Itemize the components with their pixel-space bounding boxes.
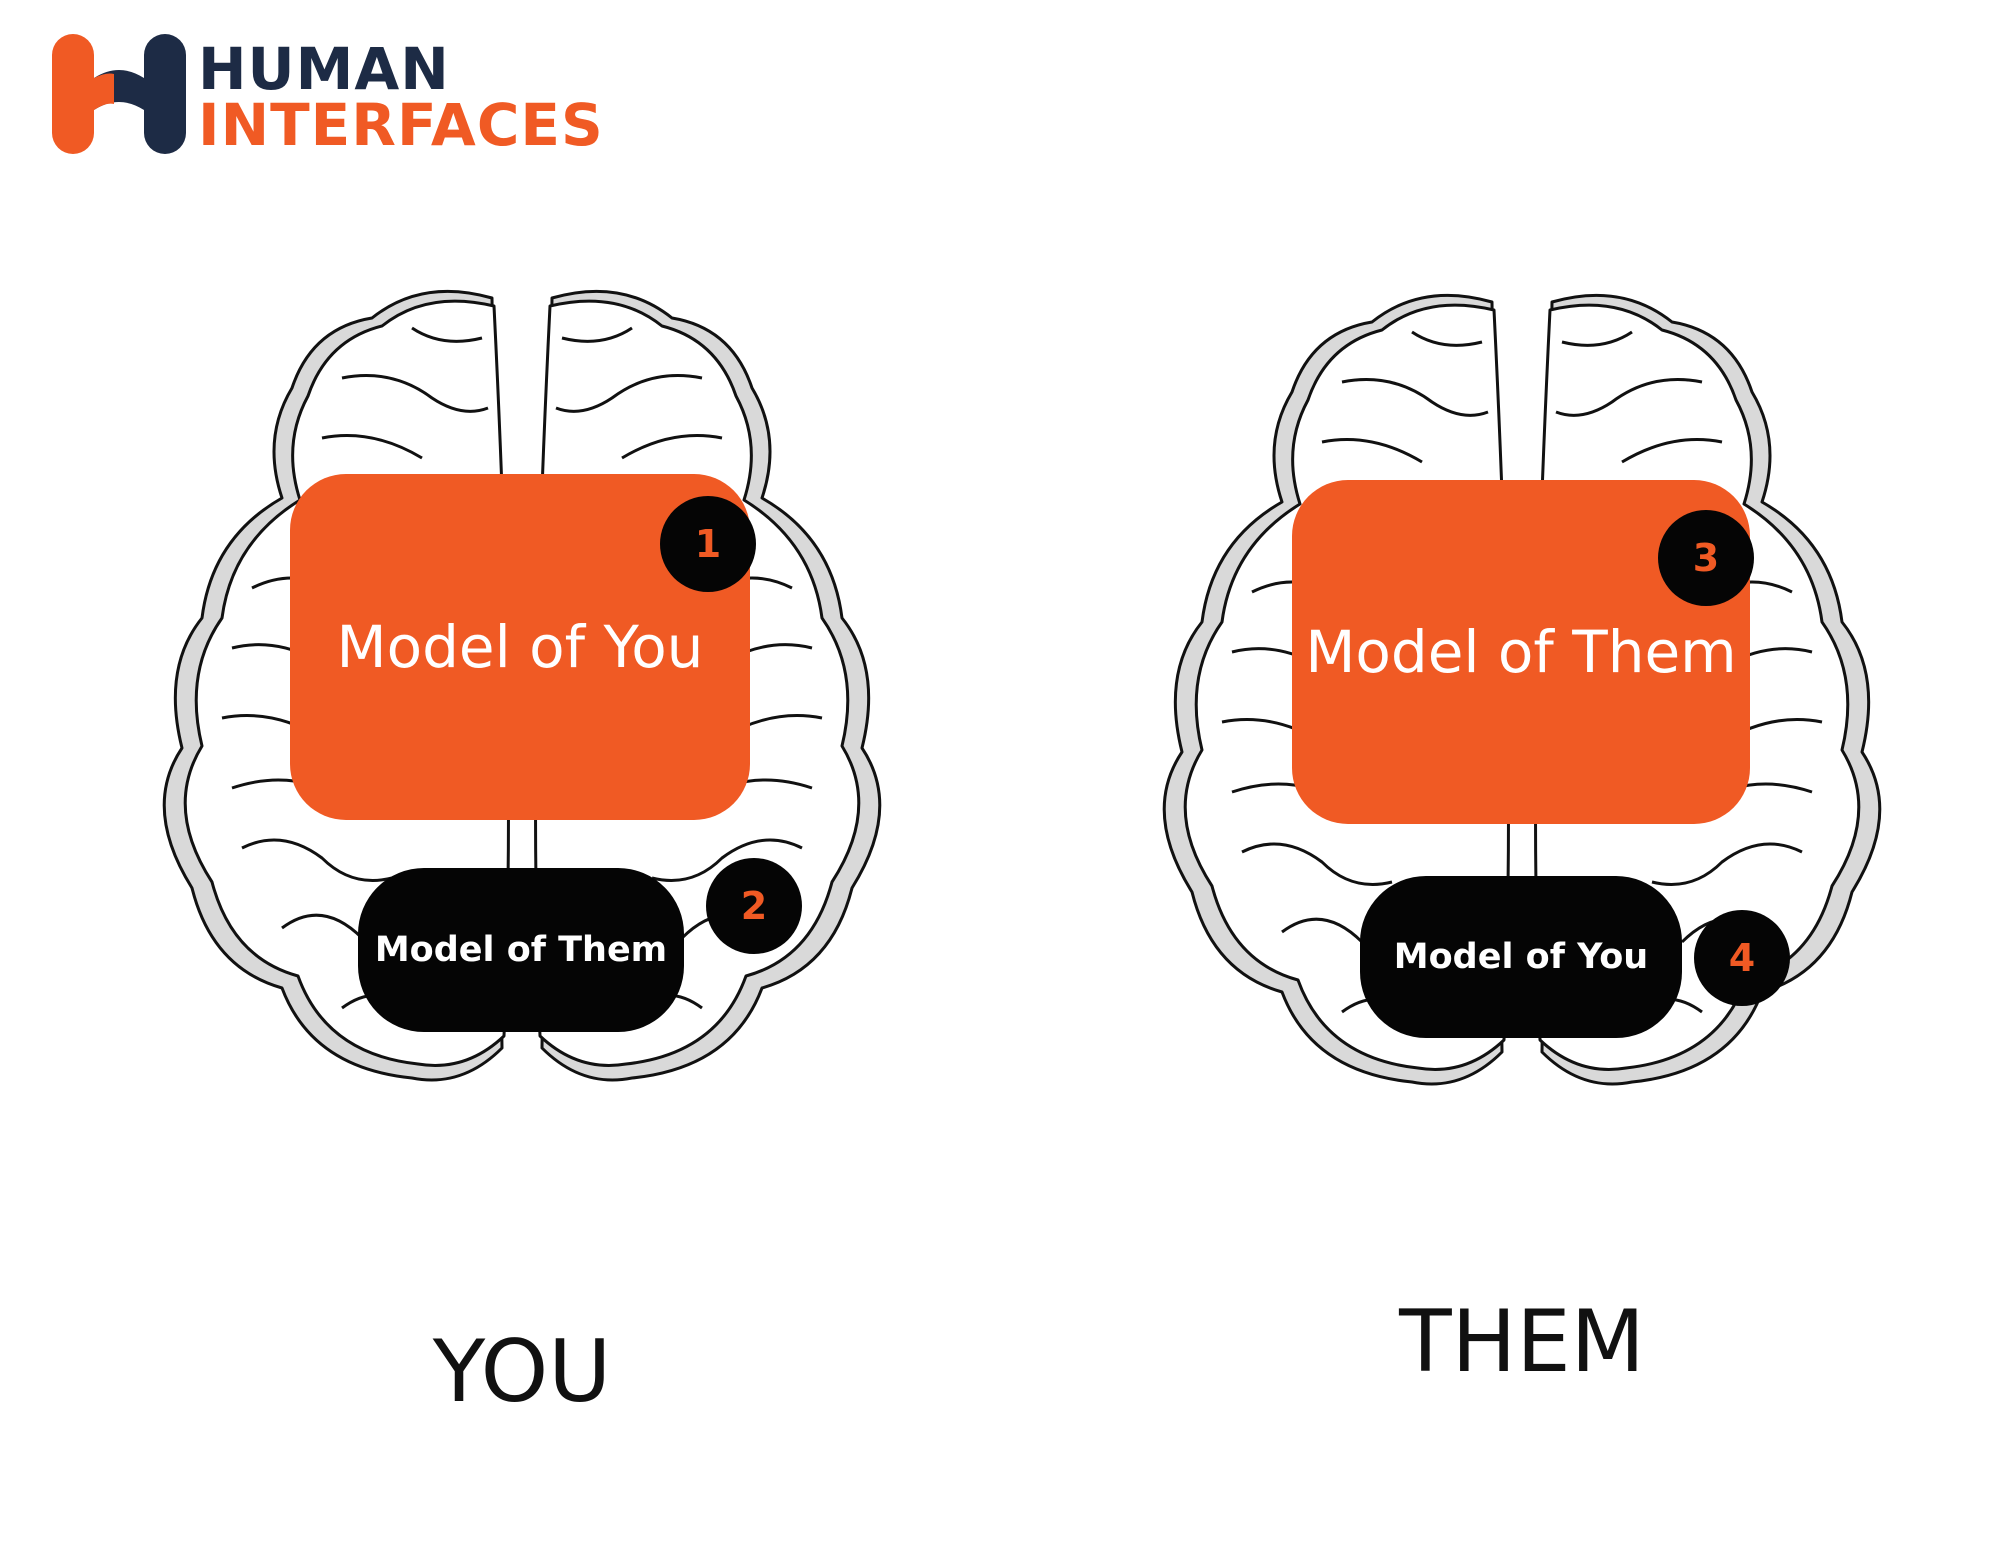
step-badge-1: 1 bbox=[660, 496, 756, 592]
caption-you: YOU bbox=[432, 1322, 612, 1422]
step-badge-2: 2 bbox=[706, 858, 802, 954]
caption-them: THEM bbox=[1399, 1292, 1645, 1392]
logo-text-interfaces: INTERFACES bbox=[198, 91, 604, 159]
step-badge-3-label: 3 bbox=[1692, 536, 1720, 580]
brain-diagram-them: Model of Them 3 Model of You 4 bbox=[1122, 292, 1922, 1132]
step-badge-2-label: 2 bbox=[740, 884, 768, 928]
model-of-them-label: Model of Them bbox=[1305, 618, 1737, 686]
model-of-them-box: Model of Them bbox=[358, 868, 684, 1032]
step-badge-3: 3 bbox=[1658, 510, 1754, 606]
model-of-you-box: Model of You bbox=[1360, 876, 1682, 1038]
model-of-you-label: Model of You bbox=[1393, 937, 1649, 977]
model-of-you-label: Model of You bbox=[336, 613, 704, 681]
step-badge-1-label: 1 bbox=[694, 522, 722, 566]
logo-text-human: HUMAN bbox=[198, 35, 450, 103]
step-badge-4-label: 4 bbox=[1728, 936, 1756, 980]
brain-diagram-you: Model of You 1 Model of Them 2 bbox=[122, 288, 922, 1128]
human-interfaces-logo-icon bbox=[52, 34, 186, 154]
step-badge-4: 4 bbox=[1694, 910, 1790, 1006]
model-of-them-label: Model of Them bbox=[374, 930, 668, 970]
brand-logo: HUMAN INTERFACES bbox=[52, 32, 603, 162]
